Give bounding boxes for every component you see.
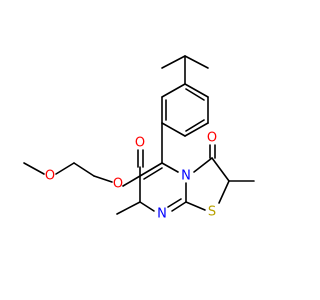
bond: [211, 157, 230, 182]
bond: [171, 201, 187, 212]
bond: [55, 162, 75, 175]
atom-label-oxygen: O: [135, 136, 145, 151]
bond: [185, 88, 205, 101]
molecule-structure: O O O O N N S: [0, 0, 300, 300]
bond: [184, 122, 209, 137]
bond: [185, 201, 206, 211]
bond: [122, 175, 141, 187]
canvas-background: [0, 0, 300, 300]
bond: [184, 83, 209, 98]
bond: [93, 175, 113, 183]
bond: [161, 55, 186, 69]
bond: [161, 122, 186, 137]
bond: [184, 55, 209, 69]
bond: [73, 162, 95, 177]
atom-label-sulfur: S: [208, 205, 216, 220]
atom-label-oxygen: O: [113, 177, 123, 192]
atom-label-nitrogen: N: [181, 169, 191, 184]
atom-labels: O O O O N N S: [45, 131, 217, 222]
bonds: [23, 55, 255, 215]
bond: [139, 162, 163, 177]
bond: [23, 162, 45, 175]
bond: [185, 119, 205, 132]
atom-label-oxygen: O: [45, 169, 55, 184]
bond: [167, 198, 182, 208]
bond: [161, 83, 186, 98]
bond: [193, 157, 213, 173]
bond: [161, 162, 179, 173]
bond: [116, 201, 141, 215]
bond: [218, 180, 230, 204]
bond: [143, 167, 163, 180]
bond: [139, 201, 155, 212]
atom-label-nitrogen: N: [157, 207, 167, 222]
atom-label-oxygen: O: [207, 131, 217, 146]
